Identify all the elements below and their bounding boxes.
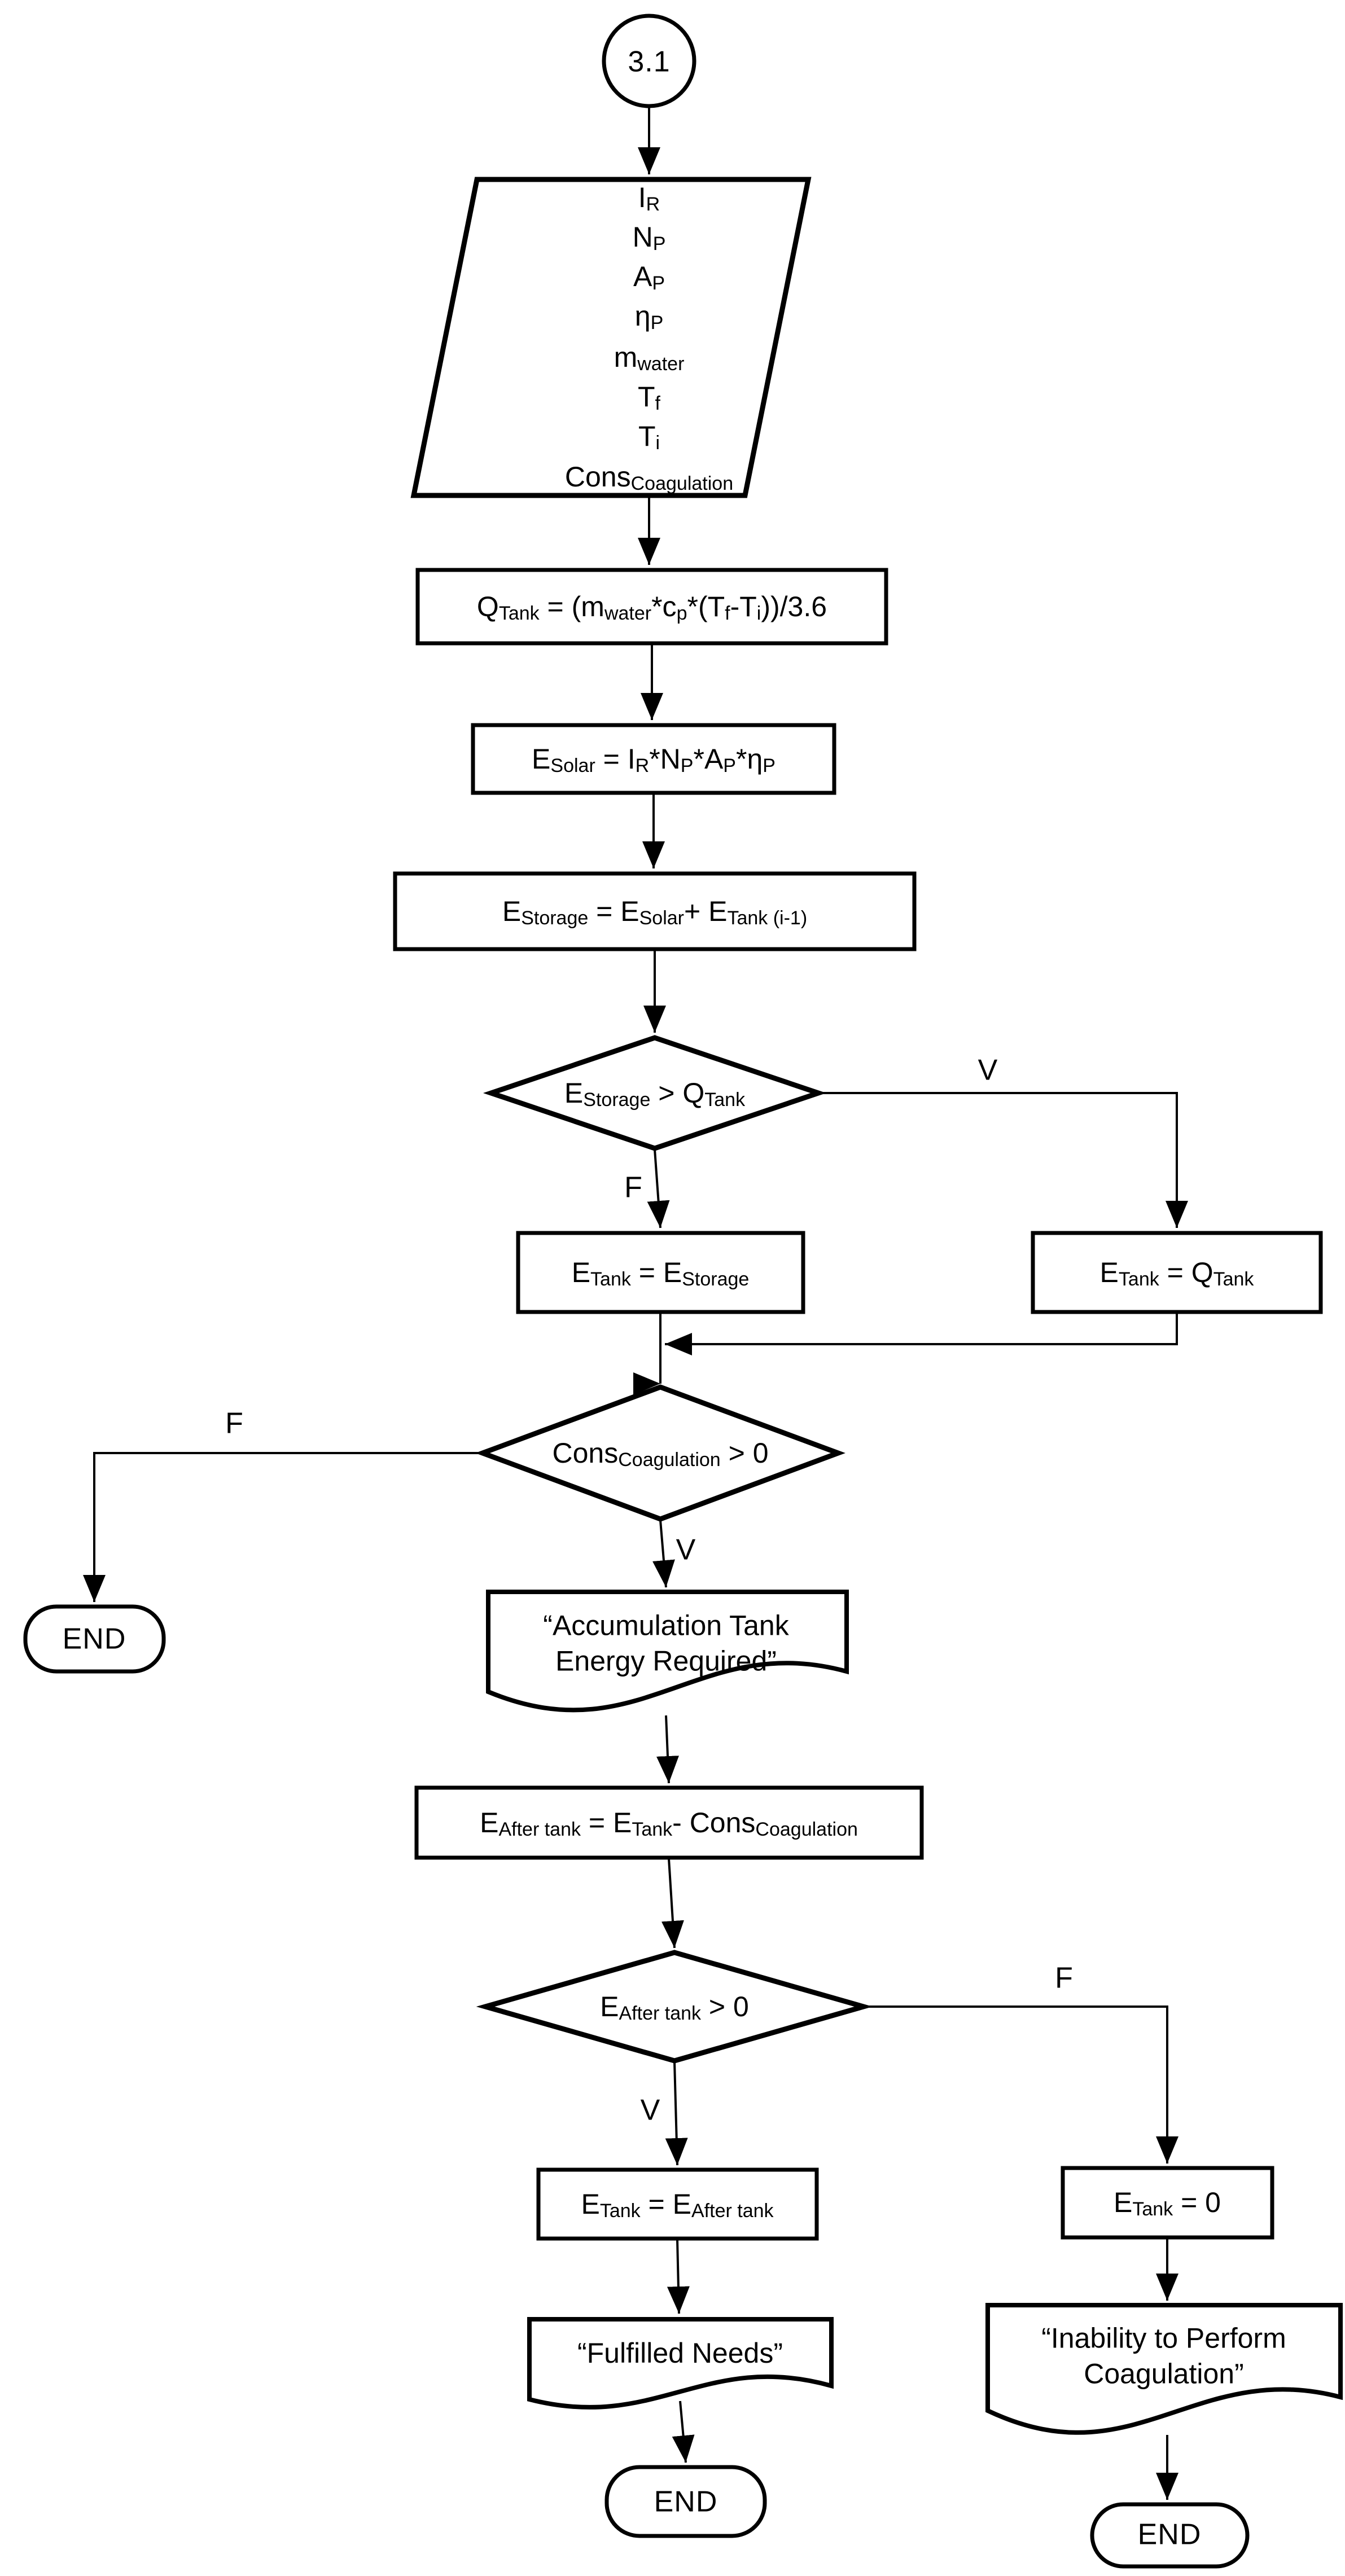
process-box-eaftertank	[414, 1785, 924, 1860]
process-label-esolar: ESolar = IR*NP*AP*ηP	[532, 743, 776, 776]
decision-after-gt-zero	[476, 1950, 873, 2064]
document-label-inability: “Inability to Perform Coagulation”	[1041, 2322, 1286, 2390]
end-label-left: END	[62, 1622, 126, 1656]
connector-eaftertank-to-decision3	[661, 1858, 684, 1949]
connector-doc2-to-end	[672, 2401, 695, 2463]
decision-label-cons-gt-zero: ConsCoagulation > 0	[552, 1437, 769, 1471]
start-label: 3.1	[628, 45, 671, 78]
connector-etankqtank-merge	[665, 1313, 1178, 1355]
process-label-eaftertank: EAfter tank = ETank- ConsCoagulation	[480, 1806, 858, 1840]
process-label-etank-estorage: ETank = EStorage	[571, 1256, 750, 1290]
decision-label-after-gt-zero: EAfter tank > 0	[600, 1990, 749, 2024]
end-label-right: END	[1137, 2518, 1202, 2551]
process-label-etank-zero: ETank = 0	[1114, 2186, 1221, 2220]
input-line-cons: ConsCoagulation	[564, 460, 734, 494]
process-label-estorage: EStorage = ESolar+ ETank (i-1)	[502, 895, 808, 929]
document-inability	[985, 2303, 1343, 2435]
process-box-etank-zero	[1061, 2166, 1274, 2240]
end-label-center: END	[654, 2485, 718, 2518]
process-box-etank-estorage	[516, 1231, 805, 1314]
end-terminator-left	[23, 1604, 166, 1674]
input-line-ap: AP	[633, 260, 665, 294]
connector-decision3-true	[665, 2061, 688, 2166]
process-label-qtank: QTank = (mwater*cp*(Tf-Ti))/3.6	[476, 590, 827, 624]
input-parallelogram	[410, 177, 812, 498]
branch-label-d1-true: V	[978, 1054, 998, 1087]
input-line-ti: Ti	[638, 420, 660, 454]
decision-storage-gt-qtank	[483, 1035, 827, 1151]
connector-etankafter-to-doc2	[667, 2239, 690, 2314]
branch-label-d3-false: F	[1055, 1961, 1073, 1995]
connector-decision2-true	[652, 1520, 675, 1588]
end-terminator-center	[604, 2465, 767, 2538]
process-box-etank-after	[536, 2167, 819, 2241]
process-label-etank-qtank: ETank = QTank	[1099, 1256, 1254, 1290]
branch-label-d2-true: V	[676, 1533, 696, 1566]
process-box-etank-qtank	[1031, 1231, 1323, 1314]
decision-label-storage-gt-qtank: EStorage > QTank	[564, 1077, 746, 1111]
connector-decision1-false	[647, 1149, 670, 1228]
process-box-estorage	[393, 871, 917, 951]
input-line-np: NP	[632, 221, 666, 254]
process-box-esolar	[471, 723, 836, 795]
branch-label-d2-false: F	[225, 1407, 243, 1440]
document-fulfilled	[527, 2317, 834, 2410]
process-box-qtank	[415, 568, 888, 646]
end-terminator-right	[1090, 2502, 1250, 2569]
branch-label-d3-true: V	[640, 2094, 660, 2127]
branch-label-d1-false: F	[624, 1171, 642, 1204]
decision-cons-gt-zero	[475, 1384, 845, 1522]
input-line-tf: Tf	[638, 380, 660, 414]
process-label-etank-after: ETank = EAfter tank	[581, 2188, 774, 2222]
connector-doc1-to-eaftertank	[656, 1715, 679, 1784]
input-line-ir: IR	[638, 181, 660, 215]
connector-decision2-false	[83, 1452, 483, 1602]
document-label-fulfilled: “Fulfilled Needs”	[577, 2337, 783, 2369]
input-line-etap: ηP	[634, 300, 664, 333]
connector-decision3-false	[864, 2005, 1178, 2164]
connector-decision1-true	[818, 1092, 1188, 1228]
start-circle	[602, 14, 696, 108]
document-label-accumulation: “Accumulation Tank Energy Required”	[543, 1609, 789, 1677]
input-line-mwater: mwater	[614, 341, 685, 375]
document-accumulation	[486, 1590, 849, 1713]
